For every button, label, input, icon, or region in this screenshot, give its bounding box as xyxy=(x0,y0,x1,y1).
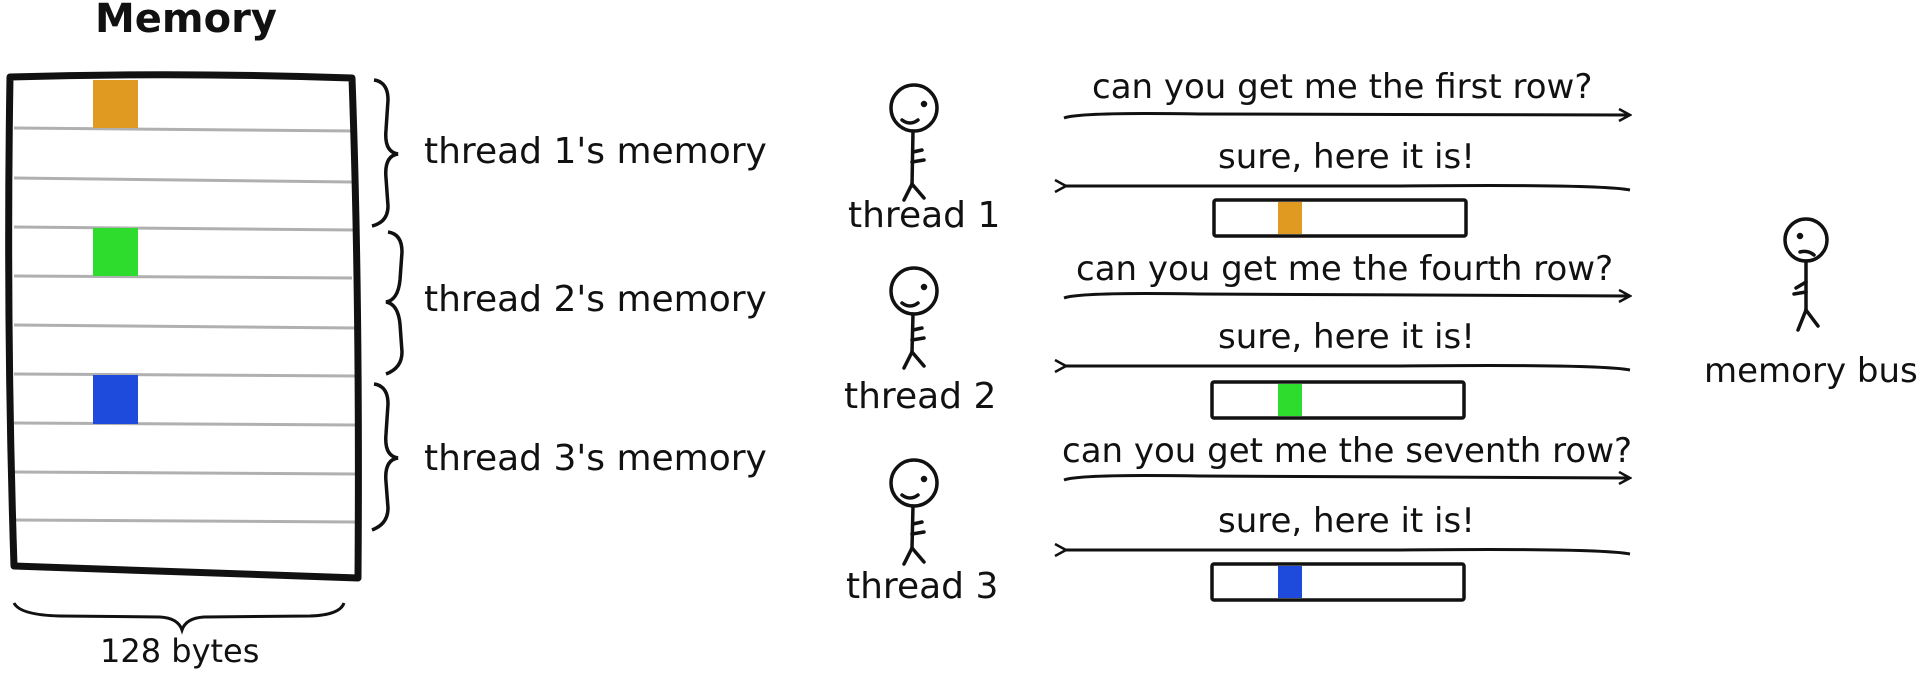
thread1-reply-arrow xyxy=(1066,186,1631,191)
thread3-reply-text: sure, here it is! xyxy=(1218,501,1475,541)
thread1-request-arrow xyxy=(1063,114,1630,119)
memory-bus-label: memory bus xyxy=(1704,351,1918,391)
memory-row-line xyxy=(13,518,357,524)
memory-row-lines xyxy=(13,126,357,524)
memory-row-line xyxy=(13,225,356,232)
memory-bus-figure xyxy=(1783,217,1829,332)
width-label: 128 bytes xyxy=(100,632,259,670)
memory-row-line xyxy=(13,126,356,133)
thread3-figure xyxy=(889,458,939,566)
memory-row-line xyxy=(13,274,353,280)
thread1-label: thread 1 xyxy=(848,195,1000,236)
thread2-figure xyxy=(889,266,939,370)
memory-block xyxy=(5,71,362,582)
memory-row-line xyxy=(13,372,357,378)
thread1-row-packet xyxy=(1212,198,1468,238)
memory-row-line xyxy=(13,323,357,330)
memory-row-line xyxy=(13,421,357,427)
thread2-memory-cell xyxy=(93,228,138,276)
width-brace xyxy=(12,602,346,635)
thread1-memory-cell xyxy=(93,80,138,128)
thread3-memory-cell xyxy=(93,375,138,424)
memory-row-line xyxy=(13,470,357,476)
thread3-row-packet xyxy=(1210,562,1466,602)
thread1-figure xyxy=(889,83,939,202)
memory-border xyxy=(5,71,362,582)
thread3-brace xyxy=(371,382,399,532)
thread2-memory-label: thread 2's memory xyxy=(424,279,767,320)
thread3-request-arrow xyxy=(1063,476,1630,481)
thread2-reply-arrow xyxy=(1066,366,1631,371)
memory-title: Memory xyxy=(95,0,277,42)
thread1-request-text: can you get me the first row? xyxy=(1092,67,1592,107)
thread3-label: thread 3 xyxy=(846,566,998,607)
memory-row-line xyxy=(13,176,353,184)
thread1-brace xyxy=(371,78,399,228)
thread3-reply-arrow xyxy=(1066,550,1631,555)
thread2-request-text: can you get me the fourth row? xyxy=(1076,249,1613,289)
thread1-memory-label: thread 1's memory xyxy=(424,131,767,172)
thread3-request-text: can you get me the seventh row? xyxy=(1062,431,1632,471)
thread2-row-packet xyxy=(1210,380,1466,420)
thread3-memory-label: thread 3's memory xyxy=(424,438,767,479)
thread3-packet-cell xyxy=(1278,566,1302,598)
thread-braces xyxy=(371,78,404,532)
thread2-label: thread 2 xyxy=(844,376,996,417)
thread1-reply-text: sure, here it is! xyxy=(1218,137,1475,177)
thread2-reply-text: sure, here it is! xyxy=(1218,317,1475,357)
thread2-request-arrow xyxy=(1063,294,1630,299)
thread2-packet-cell xyxy=(1278,384,1302,416)
thread2-brace xyxy=(385,230,404,376)
thread1-packet-cell xyxy=(1278,202,1302,234)
